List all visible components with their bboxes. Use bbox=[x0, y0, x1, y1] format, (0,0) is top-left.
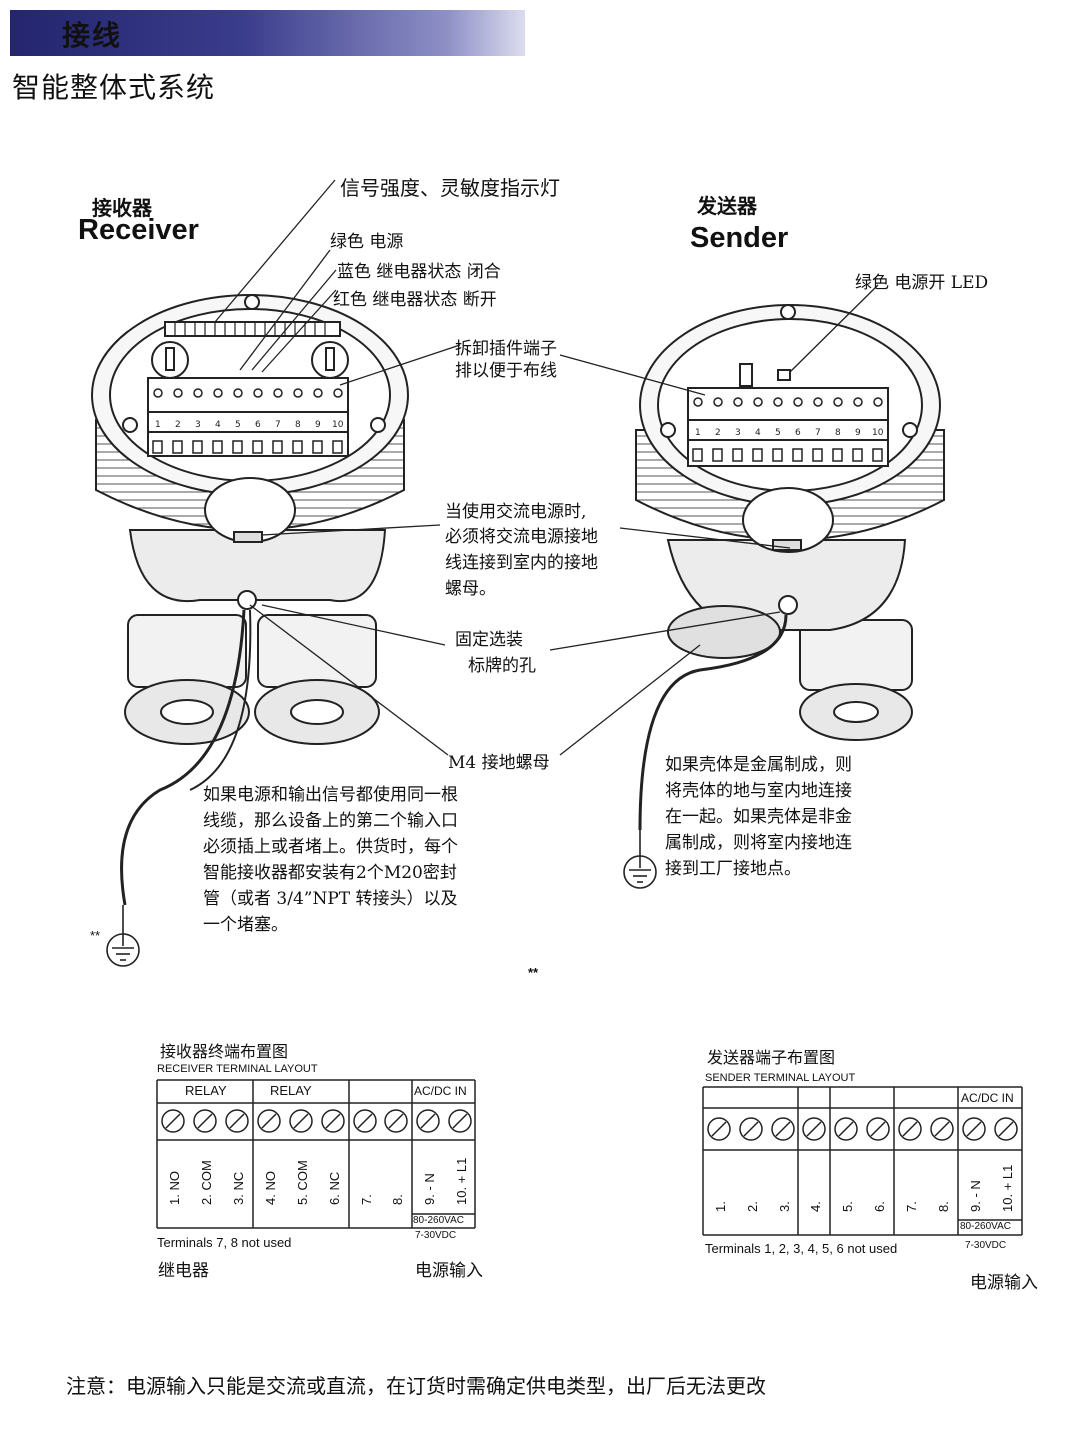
sender-table-subtitle: SENDER TERMINAL LAYOUT bbox=[705, 1072, 856, 1084]
ac-ground-label-1: 当使用交流电源时, bbox=[445, 502, 587, 522]
header-bar bbox=[10, 10, 525, 56]
tx-terminal-7: 7. bbox=[904, 1201, 919, 1212]
tx-term-num: 6 bbox=[795, 428, 801, 438]
rx-terminal-2: 2. COM bbox=[199, 1160, 214, 1205]
rx-term-num: 4 bbox=[215, 420, 221, 430]
footnote-marker-left: ** bbox=[90, 928, 101, 943]
sender-terminal-screws bbox=[692, 397, 883, 462]
rx-voltage-dc: 7-30VDC bbox=[415, 1230, 457, 1241]
tx-terminal-2: 2. bbox=[745, 1201, 760, 1212]
tx-power-in-label: 电源输入 bbox=[970, 1273, 1038, 1293]
rx-terminal-5: 5. COM bbox=[295, 1160, 310, 1205]
rx-voltage-ac: 80-260VAC bbox=[413, 1215, 464, 1226]
tx-term-num: 1 bbox=[695, 428, 701, 438]
tx-acdc-header: AC/DC IN bbox=[961, 1091, 1014, 1105]
rx-power-in-label: 电源输入 bbox=[415, 1261, 483, 1281]
detach-label-1: 拆卸插件端子 bbox=[455, 339, 557, 359]
sender-en-label: Sender bbox=[690, 222, 789, 254]
green-power-label: 绿色 电源 bbox=[330, 232, 404, 252]
rx-acdc-header: AC/DC IN bbox=[414, 1084, 467, 1098]
rx-terminal-7: 7. bbox=[359, 1194, 374, 1205]
tx-terminal-1: 1. bbox=[713, 1201, 728, 1212]
sender-terminal-table bbox=[702, 1086, 1023, 1236]
tx-term-num: 9 bbox=[855, 428, 861, 438]
relay-header-2: RELAY bbox=[270, 1083, 312, 1098]
tx-terminal-6: 6. bbox=[872, 1201, 887, 1212]
header-title: 接线 bbox=[62, 19, 123, 52]
receiver-en-label: Receiver bbox=[78, 214, 199, 246]
tx-terminal-9: 9. - N bbox=[968, 1180, 983, 1212]
blue-relay-label: 蓝色 继电器状态 闭合 bbox=[337, 262, 501, 282]
leader-lines bbox=[214, 179, 879, 756]
sender-table-title: 发送器端子布置图 bbox=[707, 1048, 836, 1067]
rx-terminal-1: 1. NO bbox=[167, 1171, 182, 1205]
tx-term-num: 2 bbox=[715, 428, 721, 438]
rx-term-num: 5 bbox=[235, 420, 241, 430]
rx-term-num: 8 bbox=[295, 420, 301, 430]
ac-ground-label-4: 螺母。 bbox=[445, 579, 496, 599]
indicator-label: 信号强度、灵敏度指示灯 bbox=[340, 176, 560, 200]
footer-note: 注意：电源输入只能是交流或直流，在订货时需确定供电类型，出厂后无法更改 bbox=[66, 1374, 766, 1398]
tx-terminal-3: 3. bbox=[777, 1201, 792, 1212]
relay-header-1: RELAY bbox=[185, 1083, 227, 1098]
rx-terminal-3: 3. NC bbox=[231, 1172, 246, 1205]
sender-cn-label: 发送器 bbox=[697, 194, 757, 218]
receiver-table-title: 接收器终端布置图 bbox=[160, 1042, 289, 1061]
relay-cn-label: 继电器 bbox=[158, 1261, 209, 1281]
tx-terminal-4: 4. bbox=[808, 1201, 823, 1212]
rx-term-num: 10 bbox=[332, 420, 344, 430]
receiver-terminal-table bbox=[156, 1079, 476, 1229]
tx-voltage-ac: 80-260VAC bbox=[960, 1221, 1011, 1232]
device-terminal-numbers: 1 2 3 4 5 6 7 8 9 10 1 2 3 4 5 6 7 8 9 1… bbox=[155, 420, 884, 438]
tx-terminal-8: 8. bbox=[936, 1201, 951, 1212]
tx-voltage-dc: 7-30VDC bbox=[965, 1240, 1007, 1251]
tx-term-num: 5 bbox=[775, 428, 781, 438]
tag-hole-label-2: 标牌的孔 bbox=[468, 656, 536, 676]
tx-term-num: 3 bbox=[735, 428, 741, 438]
rx-terminal-9: 9. - N bbox=[422, 1173, 437, 1205]
detach-label-2: 排以便于布线 bbox=[455, 361, 557, 381]
tx-terminal-10: 10. + L1 bbox=[1000, 1165, 1015, 1212]
rx-terminal-6: 6. NC bbox=[327, 1172, 342, 1205]
rx-terminal-8: 8. bbox=[390, 1194, 405, 1205]
rx-term-num: 7 bbox=[275, 420, 281, 430]
tag-hole-label-1: 固定选装 bbox=[455, 630, 523, 650]
footnote-marker: ** bbox=[528, 965, 539, 980]
receiver-cn-label: 接收器 bbox=[92, 196, 152, 220]
red-relay-label: 红色 继电器状态 断开 bbox=[333, 290, 497, 310]
receiver-table-subtitle: RECEIVER TERMINAL LAYOUT bbox=[157, 1063, 318, 1075]
receiver-terminal-labels: 1. NO 2. COM 3. NC 4. NO 5. COM 6. NC 7.… bbox=[167, 1158, 469, 1205]
tx-terminal-5: 5. bbox=[840, 1201, 855, 1212]
tx-unused-note: Terminals 1, 2, 3, 4, 5, 6 not used bbox=[705, 1241, 898, 1256]
rx-term-num: 3 bbox=[195, 420, 201, 430]
ac-ground-label-2: 必须将交流电源接地 bbox=[445, 527, 598, 547]
tx-term-num: 7 bbox=[815, 428, 821, 438]
page-subtitle: 智能整体式系统 bbox=[12, 71, 216, 104]
tx-term-num: 4 bbox=[755, 428, 761, 438]
receiver-terminal-screws bbox=[152, 388, 343, 454]
sender-terminal-labels: 1. 2. 3. 4. 5. 6. 7. 8. 9. - N 10. + L1 bbox=[713, 1165, 1015, 1212]
tx-term-num: 8 bbox=[835, 428, 841, 438]
m4-nut-label: M4 接地螺母 bbox=[448, 753, 550, 773]
tx-term-num: 10 bbox=[872, 428, 884, 438]
rx-term-num: 2 bbox=[175, 420, 181, 430]
cable-note: 如果电源和输出信号都使用同一根线缆，那么设备上的第二个输入口必须插上或者堵上。供… bbox=[203, 785, 458, 935]
rx-terminal-4: 4. NO bbox=[263, 1171, 278, 1205]
sender-led-label: 绿色 电源开 LED bbox=[855, 273, 989, 293]
rx-term-num: 6 bbox=[255, 420, 261, 430]
metal-housing-note: 如果壳体是金属制成，则将壳体的地与室内地连接在一起。如果壳体是非金属制成，则将室… bbox=[665, 755, 852, 879]
rx-term-num: 9 bbox=[315, 420, 321, 430]
rx-term-num: 1 bbox=[155, 420, 161, 430]
rx-terminal-10: 10. + L1 bbox=[454, 1158, 469, 1205]
rx-unused-note: Terminals 7, 8 not used bbox=[157, 1235, 292, 1250]
ac-ground-label-3: 线连接到室内的接地 bbox=[445, 553, 598, 573]
